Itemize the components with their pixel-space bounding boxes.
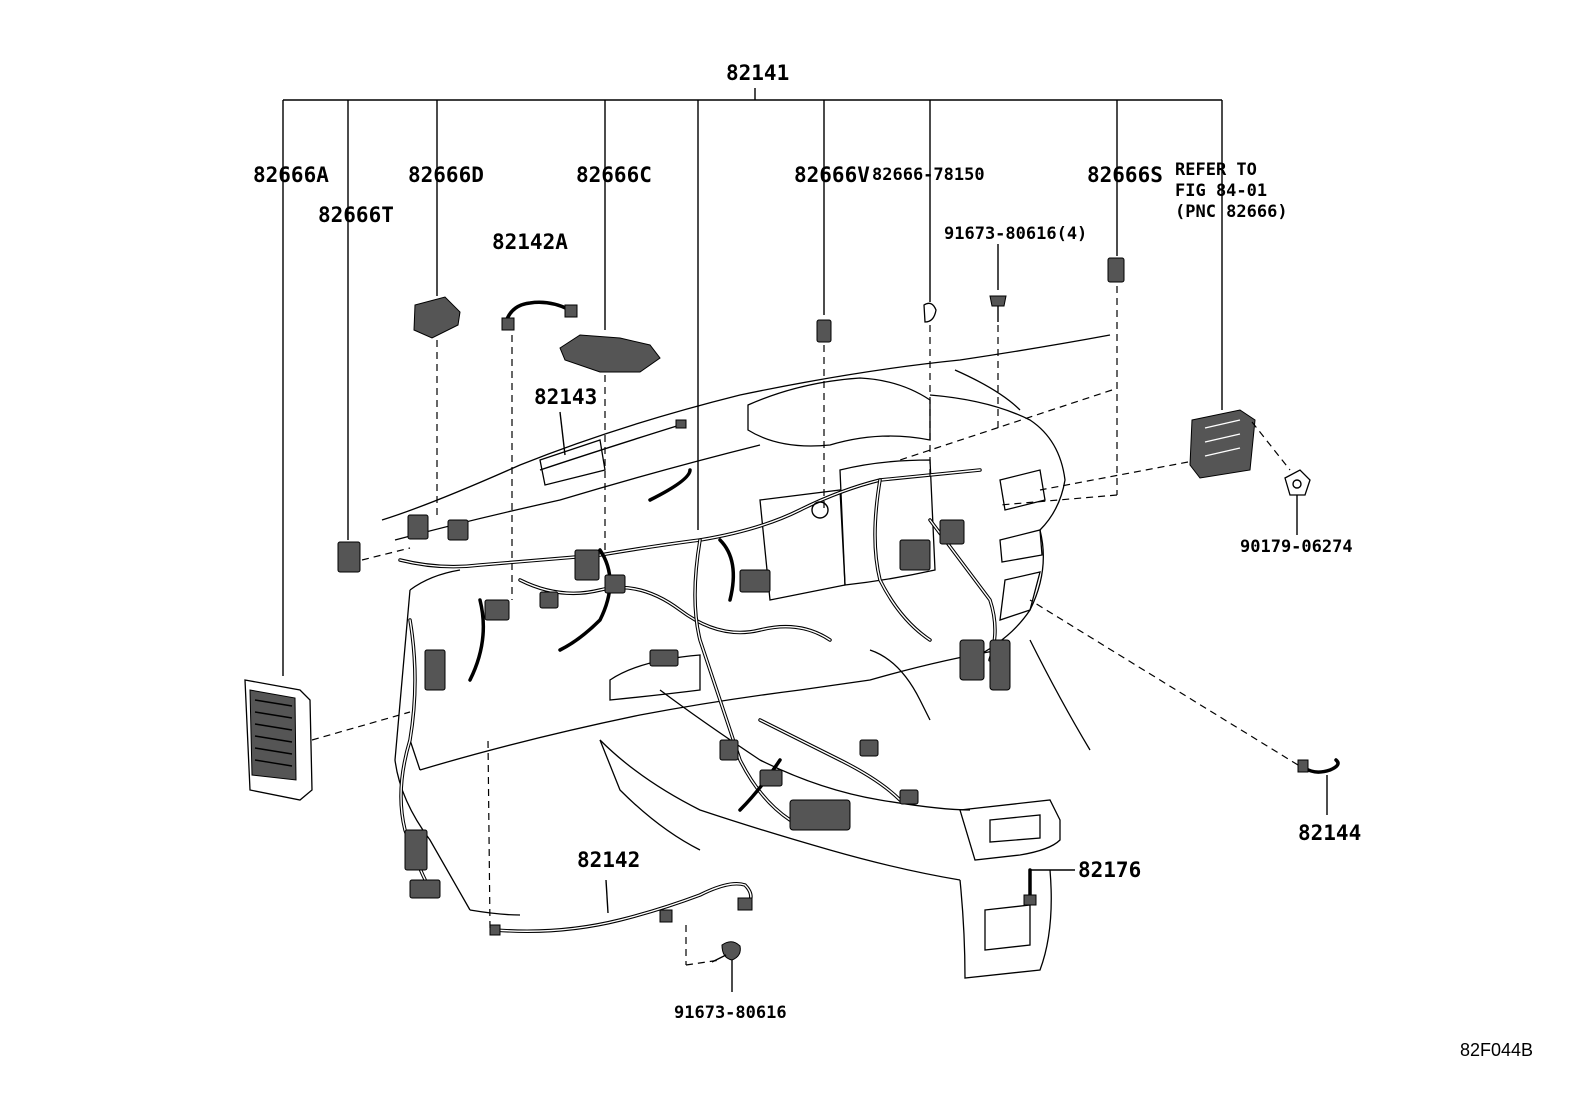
label-82144: 82144 xyxy=(1298,821,1361,845)
part-82666A-relay-block xyxy=(244,679,411,801)
part-90179-06274-nut xyxy=(1284,469,1311,535)
part-82144-harness xyxy=(1029,599,1340,815)
part-82142-harness xyxy=(487,739,753,966)
label-82666V: 82666V xyxy=(794,163,870,187)
part-82666-78150-clip xyxy=(923,302,937,480)
part-82666V-clip xyxy=(811,319,832,519)
label-refer-line2: FIG 84-01 xyxy=(1175,181,1267,201)
harness-bracket-82141 xyxy=(282,88,1223,676)
label-82666T: 82666T xyxy=(318,203,394,227)
label-82666A: 82666A xyxy=(253,163,329,187)
label-82666C: 82666C xyxy=(576,163,652,187)
figure-code: 82F044B xyxy=(1460,1040,1533,1060)
part-91673-80616-bolt xyxy=(711,941,741,992)
part-82143-wire xyxy=(539,411,687,471)
label-82143: 82143 xyxy=(534,385,597,409)
label-82666-78150: 82666-78150 xyxy=(872,165,985,185)
label-82141: 82141 xyxy=(726,61,789,85)
label-82142A: 82142A xyxy=(492,230,568,254)
part-82666-junction-block xyxy=(1039,409,1291,491)
label-82666S: 82666S xyxy=(1087,163,1163,187)
label-refer-line1: REFER TO xyxy=(1175,160,1257,180)
label-91673-80616: 91673-80616 xyxy=(674,1003,787,1023)
label-82176: 82176 xyxy=(1078,858,1141,882)
part-labels: 82141 82666A 82666T 82666D 82666C 82142A… xyxy=(253,61,1533,1060)
part-82666D-bracket xyxy=(413,296,461,520)
label-refer-line3: (PNC 82666) xyxy=(1175,202,1288,222)
label-90179-06274: 90179-06274 xyxy=(1240,537,1353,557)
label-82666D: 82666D xyxy=(408,163,484,187)
part-82666C-bracket xyxy=(559,334,661,560)
part-82142A-harness xyxy=(501,300,578,600)
part-82176-harness xyxy=(1023,868,1075,906)
harness-connectors xyxy=(404,514,1011,899)
part-91673-80616-4-bolt xyxy=(989,244,1007,430)
label-82142: 82142 xyxy=(577,848,640,872)
label-91673-80616-4: 91673-80616(4) xyxy=(944,224,1087,244)
part-82666S-clip xyxy=(899,257,1125,506)
part-82666T-block xyxy=(337,541,411,573)
